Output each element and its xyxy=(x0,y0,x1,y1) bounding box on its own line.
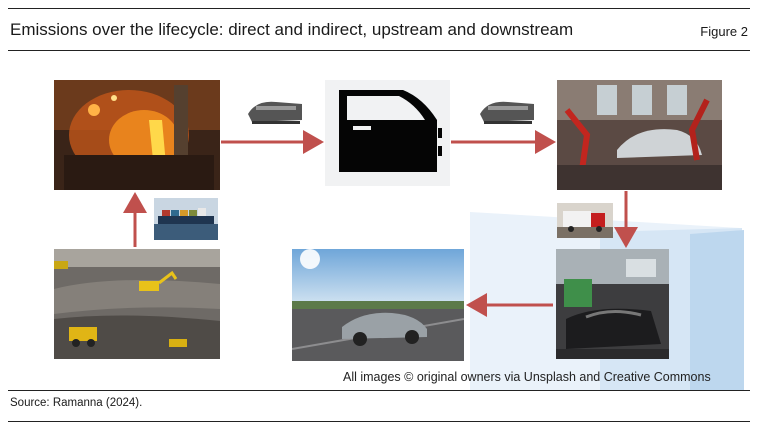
car-dealership-photo xyxy=(556,249,669,359)
footer-rule-bottom xyxy=(8,421,750,422)
header-rule xyxy=(8,50,750,51)
train-image xyxy=(246,94,304,128)
truck-photo xyxy=(557,203,613,238)
source-note: Source: Ramanna (2024). xyxy=(10,397,143,409)
image-credit: All images © original owners via Unsplas… xyxy=(343,370,711,384)
figure-label: Figure 2 xyxy=(700,24,748,39)
footer-rule-top xyxy=(8,390,750,391)
cargo-ship-photo xyxy=(154,198,218,240)
driving-car-photo xyxy=(292,249,464,361)
mining-site-photo xyxy=(54,249,220,359)
car-door-icon xyxy=(325,80,450,186)
top-rule xyxy=(8,8,750,9)
steel-furnace-photo xyxy=(54,80,220,190)
car-factory-photo xyxy=(557,80,722,190)
figure-title: Emissions over the lifecycle: direct and… xyxy=(10,20,574,39)
train-image-2 xyxy=(478,94,536,128)
